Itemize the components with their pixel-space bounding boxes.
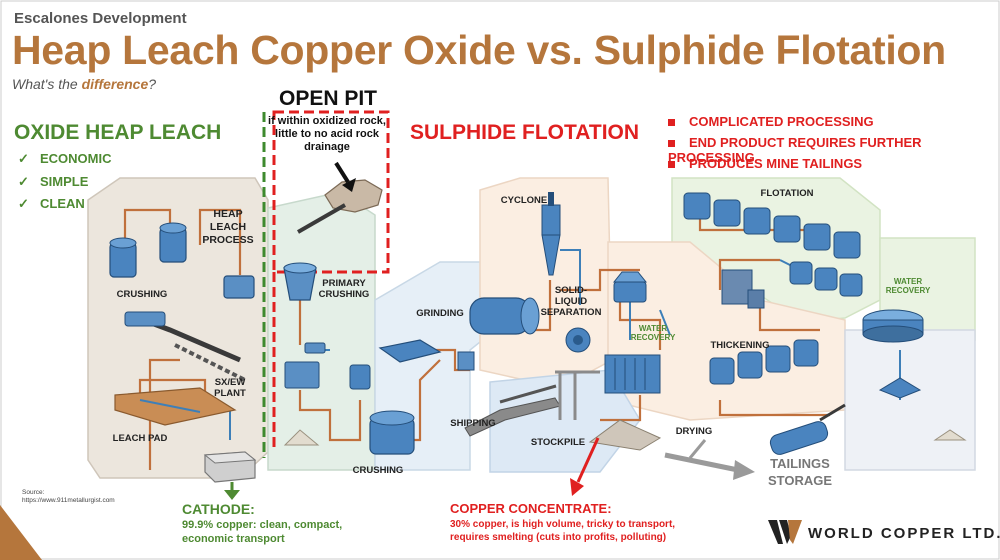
oxide-bullet-label: CLEAN <box>40 196 85 211</box>
label-cyclone: CYCLONE <box>500 195 548 206</box>
sulphide-bullet-label: END PRODUCT REQUIRES FURTHER PROCESSING <box>668 135 922 165</box>
subtitle-highlight: difference <box>81 76 149 92</box>
ore-rock-icon <box>297 179 383 234</box>
label-thickening: THICKENING <box>710 340 770 351</box>
thickening-cells-icon <box>709 269 819 385</box>
open-pit-arrow-icon <box>334 161 356 192</box>
label-solid-liquid-separation: SOLID-LIQUID SEPARATION <box>540 285 602 318</box>
cyclone-icon <box>541 192 561 276</box>
logo-mark-icon <box>768 520 802 544</box>
open-pit-note: if within oxidized rock, little to no ac… <box>268 115 386 153</box>
oxide-bullet-label: ECONOMIC <box>40 151 112 166</box>
square-bullet-icon <box>668 140 675 148</box>
thickener-icon <box>612 271 648 303</box>
company-kicker: Escalones Development <box>14 10 187 27</box>
open-pit-heading: OPEN PIT <box>278 87 378 110</box>
oxide-bullet: ✓ SIMPLE <box>18 174 88 190</box>
sulphide-bullet-label: PRODUCES MINE TAILINGS <box>689 156 863 171</box>
leach-pad-icon <box>114 387 237 426</box>
subtitle-lead: What's the <box>12 76 82 92</box>
zone-tailings <box>844 329 976 471</box>
ball-mill-icon <box>457 297 540 371</box>
page-title: Heap Leach Copper Oxide vs. Sulphide Flo… <box>12 27 946 73</box>
concentrate-heading: COPPER CONCENTRATE: <box>450 501 612 516</box>
square-bullet-icon <box>668 119 675 127</box>
square-bullet-icon <box>668 161 675 169</box>
open-pit-box <box>272 110 390 274</box>
arrow-down-icon <box>224 482 240 500</box>
dryer-icon <box>769 403 846 455</box>
label-shipping: SHIPPING <box>450 418 496 429</box>
filter-press-icon <box>604 354 661 394</box>
label-tailings-storage: TAILINGS STORAGE <box>767 456 833 488</box>
primary-crusher-icon <box>283 262 326 446</box>
label-water-recovery-2: WATER RECOVERY <box>885 277 931 295</box>
conveyor-icon <box>124 311 246 382</box>
company-logo-text: WORLD COPPER LTD. <box>808 525 1000 542</box>
cathode-heading: CATHODE: <box>182 501 255 517</box>
label-heap-leach-process: HEAP LEACH PROCESS <box>202 208 254 246</box>
label-grinding: GRINDING <box>416 308 464 319</box>
tailings-arrow-icon <box>664 439 755 480</box>
sulphide-bullet: COMPLICATED PROCESSING <box>668 114 874 129</box>
label-primary-crushing: PRIMARY CRUSHING <box>318 278 370 300</box>
check-icon: ✓ <box>18 174 29 189</box>
source-url: https://www.911metallurgist.com <box>22 497 115 504</box>
cathode-block-icon <box>203 451 257 483</box>
sulphide-bullet: PRODUCES MINE TAILINGS <box>668 156 862 171</box>
label-crushing-sulphide: CRUSHING <box>352 465 404 476</box>
label-drying: DRYING <box>675 426 713 437</box>
check-icon: ✓ <box>18 151 29 166</box>
check-icon: ✓ <box>18 196 29 211</box>
source-note: Source:https://www.911metallurgist.com <box>22 489 115 505</box>
source-label: Source: <box>22 489 45 496</box>
water-tank-icon <box>862 309 967 441</box>
oxide-bullet: ✓ ECONOMIC <box>18 151 112 167</box>
label-flotation: FLOTATION <box>760 188 814 199</box>
sulphide-bullet-label: COMPLICATED PROCESSING <box>689 114 874 129</box>
oxide-heading: OXIDE HEAP LEACH <box>14 121 222 144</box>
crusher-icon <box>109 222 255 299</box>
label-crushing-oxide: CRUSHING <box>116 289 168 300</box>
concentrate-arrow-icon <box>570 437 600 496</box>
oxide-bullet-label: SIMPLE <box>40 174 89 189</box>
screen-icon <box>378 339 442 363</box>
label-leach-pad: LEACH PAD <box>112 433 168 444</box>
sulphide-heading: SULPHIDE FLOTATION <box>410 121 640 144</box>
subtitle-tail: ? <box>148 76 157 92</box>
subtitle: What's the difference? <box>12 76 156 92</box>
concentrate-detail: 30% copper, is high volume, tricky to tr… <box>450 519 676 543</box>
oxide-bullet: ✓ CLEAN <box>18 196 85 212</box>
sulphide-bullet: END PRODUCT REQUIRES FURTHER PROCESSING <box>668 135 1000 165</box>
label-water-recovery-1: WATER RECOVERY <box>630 324 676 342</box>
corner-accent-icon <box>0 505 42 560</box>
pump-icon <box>565 327 591 353</box>
label-stockpile: STOCKPILE <box>530 437 586 448</box>
flotation-cell-icon <box>683 192 863 297</box>
stockpile-crane-icon <box>555 370 662 451</box>
cathode-detail: 99.9% copper: clean, compact, economic t… <box>182 519 343 545</box>
label-sx-ew-plant: SX/EW PLANT <box>214 377 246 399</box>
cone-crusher-icon <box>349 364 415 455</box>
